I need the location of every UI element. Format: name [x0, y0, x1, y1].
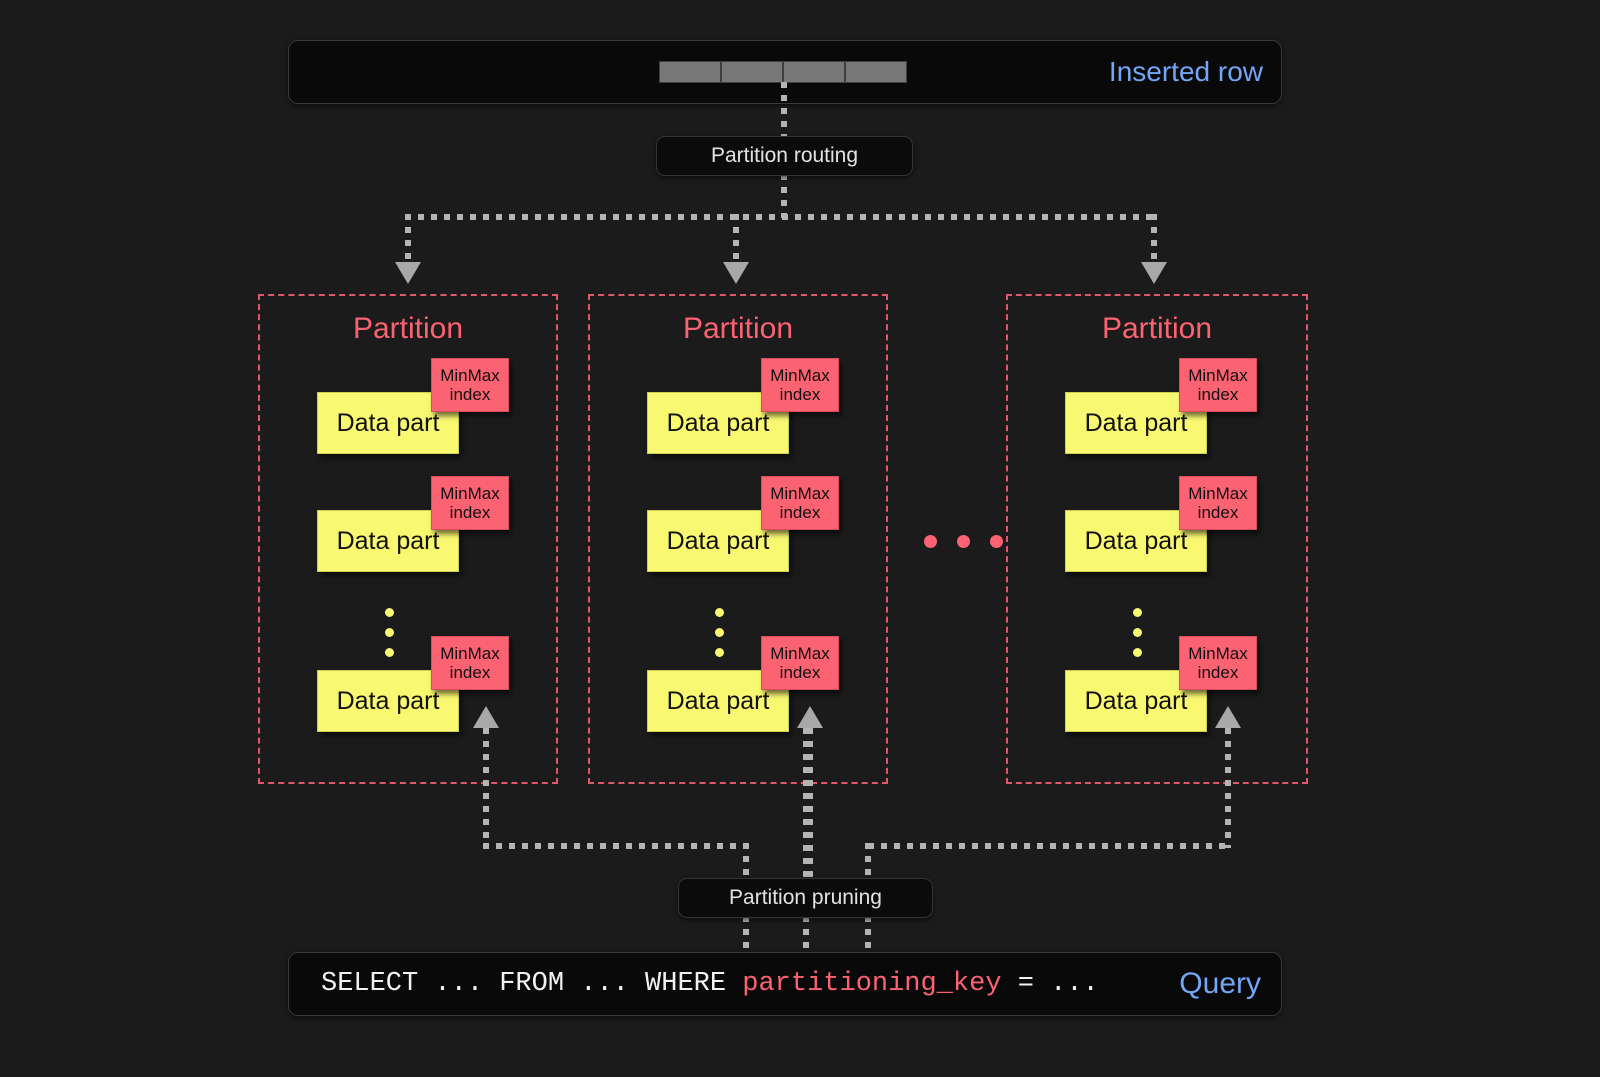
query-text: SELECT ... FROM ... WHERE partitioning_k… [321, 969, 1099, 999]
query-connector-0 [743, 916, 749, 954]
pruning-gather-left [483, 843, 746, 849]
query-partitioning-key: partitioning_key [742, 969, 1002, 999]
minmax-line1: MinMax [440, 365, 500, 385]
pruning-drop-right [865, 843, 871, 883]
routing-arrow-down-0 [395, 262, 421, 284]
partition-routing-box[interactable]: Partition routing [656, 136, 913, 176]
minmax-line1: MinMax [1188, 365, 1248, 385]
minmax-line1: MinMax [1188, 483, 1248, 503]
data-part-label: Data part [336, 526, 440, 555]
minmax-line2: index [779, 385, 821, 404]
connector-row-to-routing [781, 82, 787, 138]
data-part-label: Data part [666, 526, 770, 555]
data-part-label: Data part [666, 686, 770, 715]
minmax-line1: MinMax [770, 365, 830, 385]
data-part-label: Data part [1084, 686, 1188, 715]
partition-pruning-box[interactable]: Partition pruning [678, 878, 933, 918]
data-part-box: Data part [1065, 510, 1207, 572]
query-bar: SELECT ... FROM ... WHERE partitioning_k… [288, 952, 1282, 1016]
pruning-drop-left [743, 843, 749, 883]
query-connector-1 [803, 916, 809, 954]
partition-title: Partition [682, 312, 794, 345]
minmax-line2: index [449, 385, 491, 404]
minmax-index-box: MinMax index [1179, 636, 1257, 690]
minmax-index-box: MinMax index [761, 358, 839, 412]
connector-routing-to-bus [781, 174, 787, 218]
data-parts-ellipsis [715, 608, 724, 657]
data-part-box: Data part [317, 392, 459, 454]
data-part-box: Data part [647, 392, 789, 454]
routing-arrow-down-1 [723, 262, 749, 284]
row-cell [721, 61, 783, 83]
routing-drop-1 [733, 214, 739, 266]
minmax-index-box: MinMax index [431, 636, 509, 690]
minmax-line2: index [779, 503, 821, 522]
pruning-riser-2 [1225, 728, 1231, 848]
pruning-riser-0 [483, 728, 489, 848]
query-prefix: SELECT ... FROM ... WHERE [321, 969, 743, 999]
row-cell [783, 61, 845, 83]
pruning-gather-right [868, 843, 1231, 849]
pruning-arrow-up-2 [1215, 706, 1241, 728]
routing-arrow-down-2 [1141, 262, 1167, 284]
minmax-index-box: MinMax index [1179, 476, 1257, 530]
data-part-label: Data part [336, 408, 440, 437]
minmax-index-box: MinMax index [761, 476, 839, 530]
minmax-index-box: MinMax index [761, 636, 839, 690]
partition-container[interactable]: Partition MinMax index Data part MinMax … [258, 294, 558, 784]
pruning-arrow-up-1 [797, 706, 823, 728]
minmax-index-box: MinMax index [431, 476, 509, 530]
partitions-ellipsis [924, 535, 1003, 548]
row-cell [659, 61, 721, 83]
query-label: Query [1179, 967, 1261, 1000]
minmax-index-box: MinMax index [1179, 358, 1257, 412]
minmax-line1: MinMax [1188, 643, 1248, 663]
partition-title: Partition [352, 312, 464, 345]
data-part-label: Data part [336, 686, 440, 715]
minmax-line1: MinMax [440, 483, 500, 503]
routing-bus-horizontal [405, 214, 1157, 220]
minmax-line1: MinMax [770, 483, 830, 503]
data-parts-ellipsis [1133, 608, 1142, 657]
minmax-line2: index [449, 663, 491, 682]
query-connector-2 [865, 916, 871, 954]
data-part-label: Data part [1084, 526, 1188, 555]
pruning-riser-center [803, 728, 809, 888]
minmax-line1: MinMax [440, 643, 500, 663]
minmax-index-box: MinMax index [431, 358, 509, 412]
minmax-line1: MinMax [770, 643, 830, 663]
minmax-line2: index [779, 663, 821, 682]
partition-routing-label: Partition routing [710, 144, 859, 167]
pruning-arrow-up-0 [473, 706, 499, 728]
routing-drop-2 [1151, 214, 1157, 266]
data-part-box: Data part [317, 510, 459, 572]
data-part-box: Data part [1065, 670, 1207, 732]
routing-drop-0 [405, 214, 411, 266]
data-part-label: Data part [666, 408, 770, 437]
minmax-line2: index [1197, 663, 1239, 682]
query-suffix: = ... [1001, 969, 1099, 999]
minmax-line2: index [449, 503, 491, 522]
row-cell [845, 61, 907, 83]
data-part-label: Data part [1084, 408, 1188, 437]
minmax-line2: index [1197, 385, 1239, 404]
partition-pruning-label: Partition pruning [729, 886, 882, 909]
minmax-line2: index [1197, 503, 1239, 522]
pruning-riser-1 [807, 728, 813, 878]
partition-container[interactable]: Partition MinMax index Data part MinMax … [588, 294, 888, 784]
partition-title: Partition [1101, 312, 1213, 345]
data-parts-ellipsis [385, 608, 394, 657]
inserted-row-label: Inserted row [1108, 56, 1263, 87]
partition-container[interactable]: Partition MinMax index Data part MinMax … [1006, 294, 1308, 784]
inserted-row-cells [659, 61, 907, 83]
